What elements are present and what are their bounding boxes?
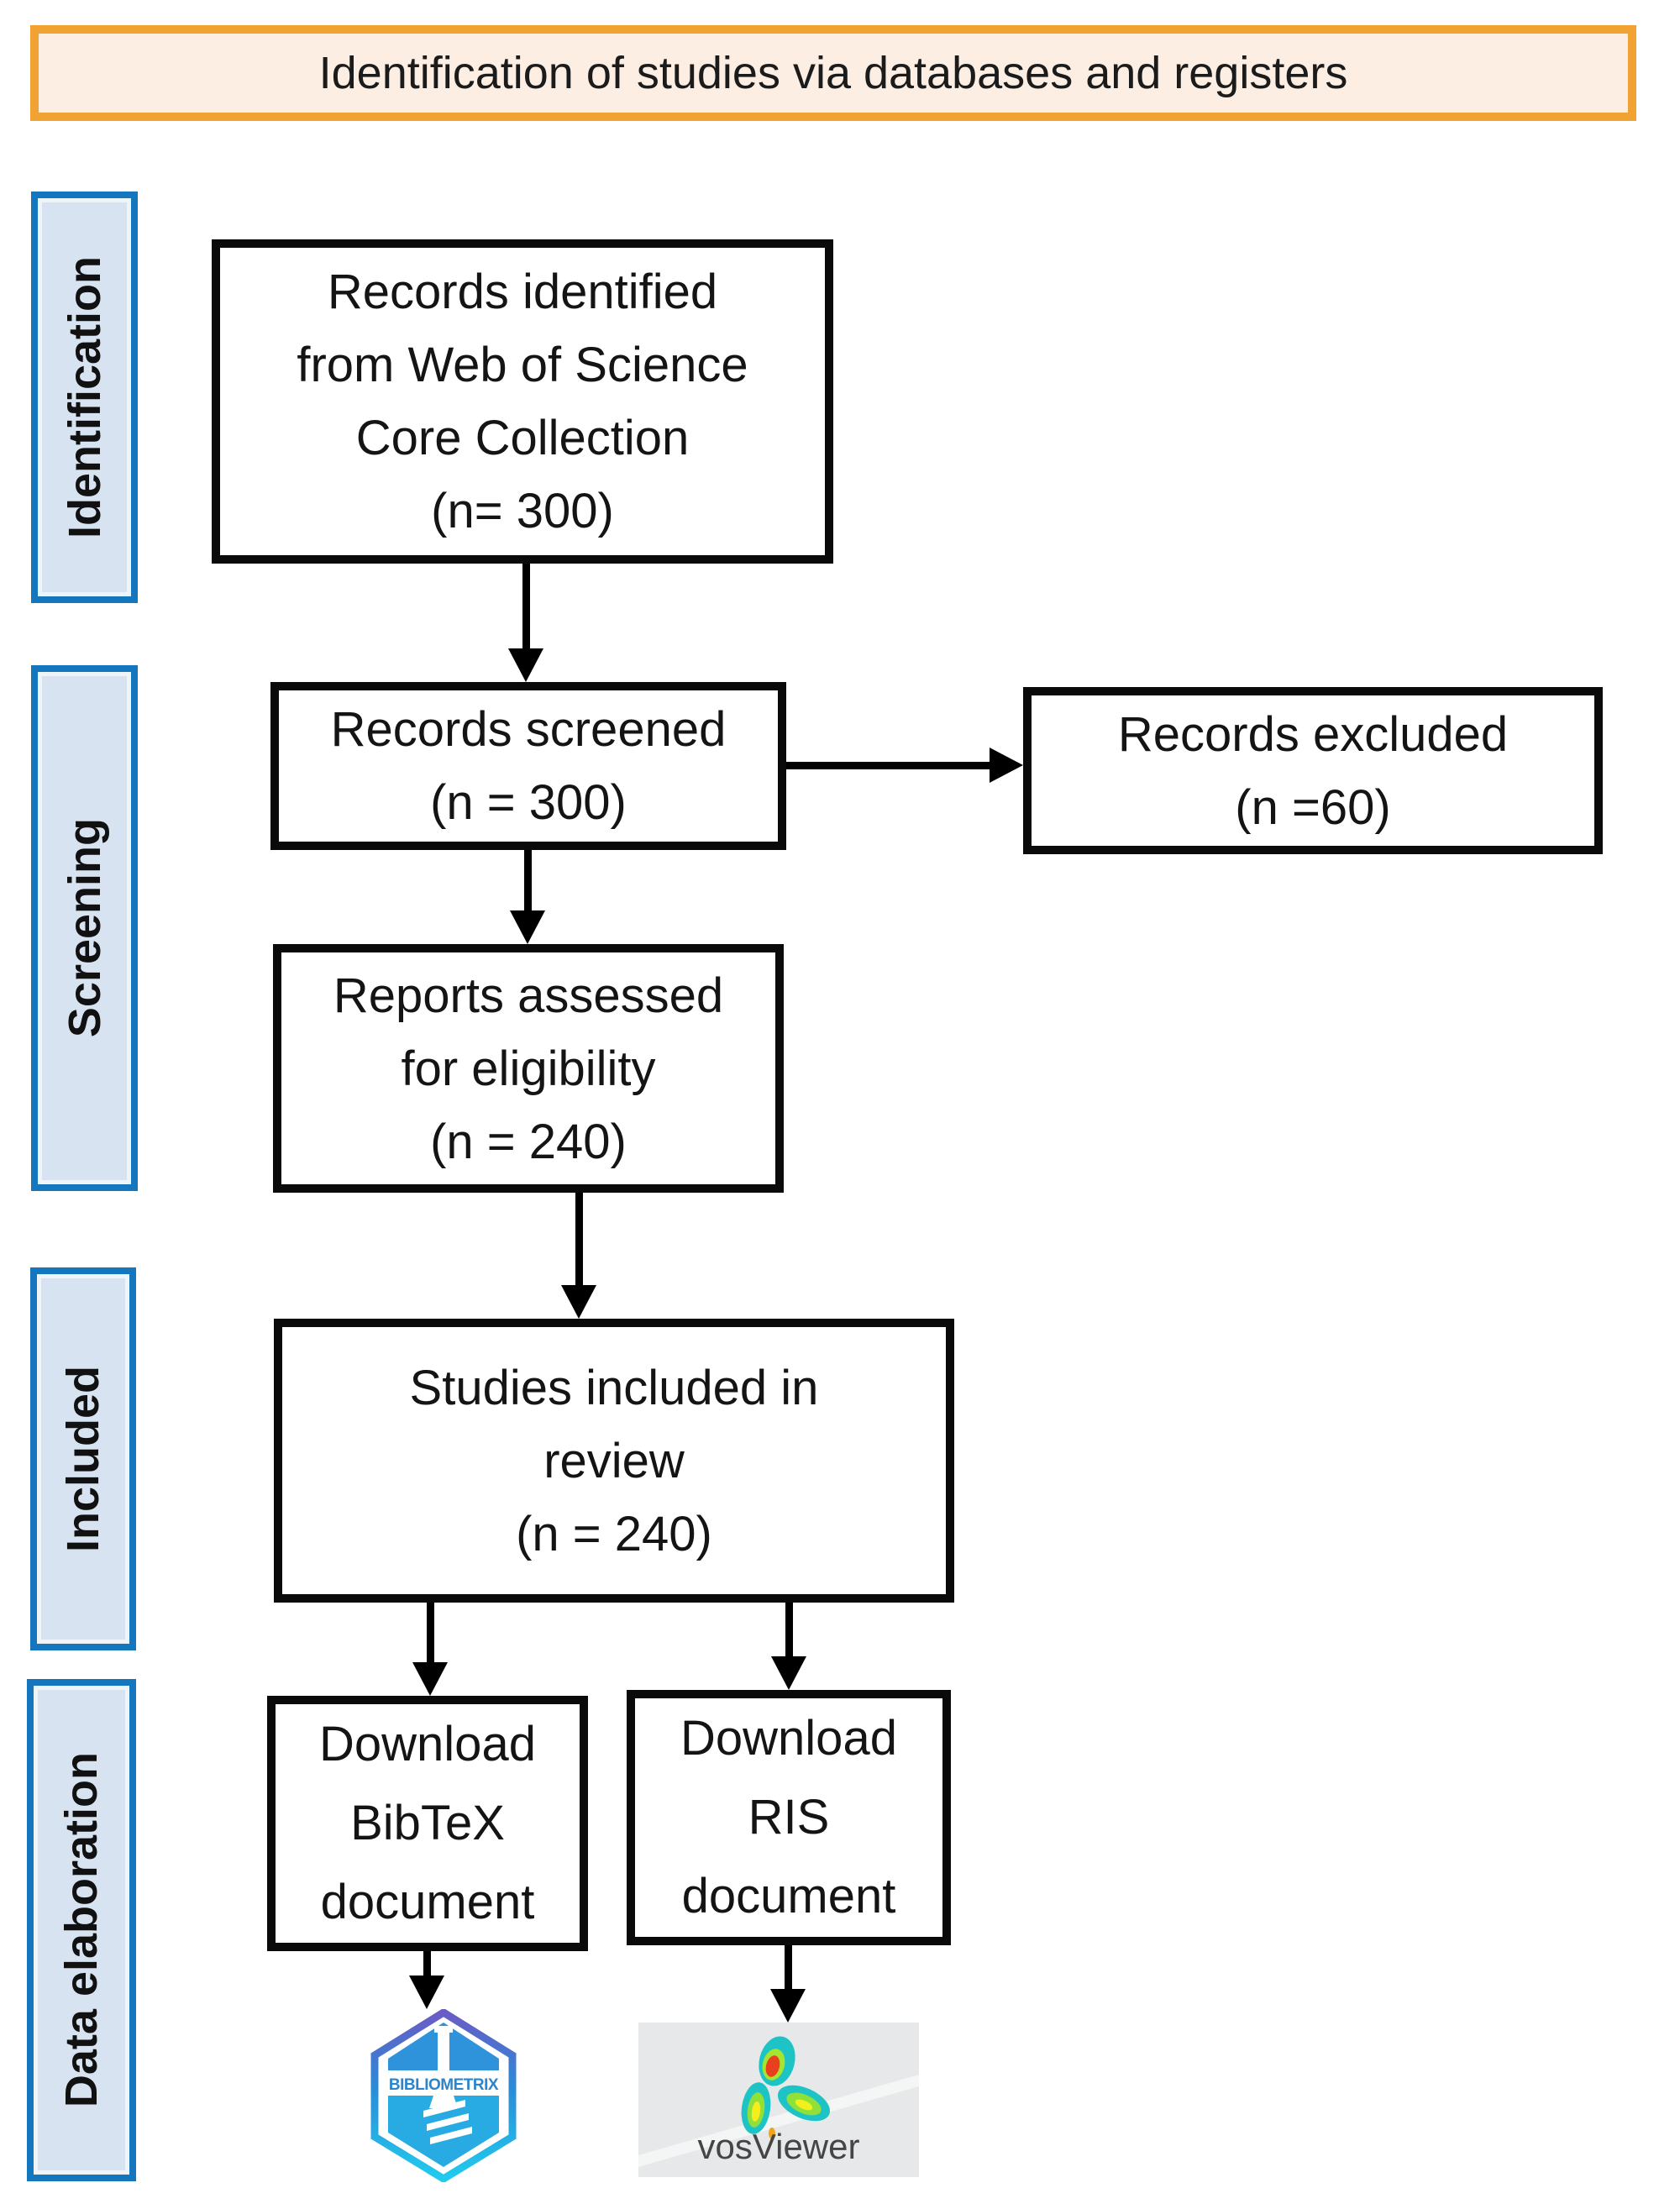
- sidebar-stage-included: Included: [30, 1267, 136, 1650]
- box-text-line: Records identified: [327, 265, 718, 319]
- flow-box-records-excluded: Records excluded (n =60): [1023, 687, 1603, 854]
- stage-label: Included: [58, 1365, 108, 1552]
- box-text-line: (n = 300): [430, 775, 627, 830]
- arrow-shaft: [524, 850, 532, 910]
- box-text-line: review: [543, 1433, 685, 1488]
- bibliometrix-logo: BIBLIOMETRIX: [370, 2009, 517, 2182]
- bibliometrix-lighthouse-cap: [434, 2026, 453, 2033]
- bibliometrix-lower-hex: [388, 2096, 499, 2167]
- vosviewer-wordmark: vosViewer: [698, 2127, 860, 2166]
- box-text-line: from Web of Science: [297, 338, 748, 392]
- arrow-shaft: [785, 1603, 793, 1656]
- flow-box-download-ris: Download RIS document: [627, 1690, 951, 1945]
- flow-box-download-bibtex: Download BibTeX document: [267, 1696, 588, 1951]
- arrow-shaft: [786, 762, 990, 769]
- box-text-line: RIS: [748, 1790, 830, 1845]
- arrow-head-icon: [508, 648, 543, 682]
- box-text-line: (n= 300): [431, 484, 614, 538]
- box-text-line: Records screened: [330, 702, 727, 757]
- box-text-line: (n = 240): [516, 1506, 712, 1561]
- stage-label: Identification: [59, 256, 110, 538]
- flow-box-records-identified: Records identified from Web of Science C…: [212, 239, 833, 564]
- sidebar-stage-screening: Screening: [31, 665, 138, 1191]
- arrow-head-icon: [770, 1989, 806, 2023]
- arrow-head-icon: [510, 910, 545, 944]
- bibliometrix-step: [430, 2127, 472, 2144]
- vosviewer-logo: vosViewer: [638, 2023, 919, 2177]
- stage-label: Data elaboration: [56, 1752, 107, 2108]
- flow-box-studies-included: Studies included in review (n = 240): [274, 1319, 954, 1603]
- sidebar-stage-identification: Identification: [31, 192, 138, 603]
- box-text-line: (n = 240): [430, 1114, 627, 1169]
- bibliometrix-wordmark: BIBLIOMETRIX: [389, 2076, 499, 2094]
- box-text-line: (n =60): [1235, 779, 1391, 835]
- bibliometrix-step: [423, 2100, 465, 2117]
- flow-box-records-screened: Records screened (n = 300): [270, 682, 786, 850]
- box-text-line: Studies included in: [409, 1360, 819, 1415]
- arrow-shaft: [427, 1603, 434, 1662]
- arrow-head-icon: [990, 748, 1023, 783]
- vosviewer-cluster-icon: [741, 2036, 831, 2139]
- header-banner: Identification of studies via databases …: [30, 25, 1636, 121]
- bibliometrix-band: [381, 2070, 506, 2096]
- arrow-shaft: [785, 1945, 792, 1989]
- box-text-line: for eligibility: [401, 1041, 656, 1096]
- box-text-line: Download: [680, 1711, 897, 1766]
- box-text-line: BibTeX: [350, 1796, 505, 1851]
- arrow-shaft: [575, 1193, 583, 1285]
- box-text-line: Reports assessed: [333, 968, 724, 1023]
- vosviewer-fold: [638, 2075, 919, 2167]
- box-text-line: document: [681, 1868, 896, 1923]
- arrow-head-icon: [771, 1656, 806, 1690]
- box-text-line: Records excluded: [1117, 706, 1509, 762]
- arrow-shaft: [522, 564, 530, 648]
- page-title: Identification of studies via databases …: [318, 48, 1348, 98]
- stage-label: Screening: [59, 818, 110, 1038]
- arrow-shaft: [423, 1951, 431, 1976]
- bibliometrix-step: [427, 2113, 469, 2131]
- bibliometrix-lighthouse: [438, 2031, 449, 2070]
- arrow-head-icon: [409, 1976, 444, 2009]
- box-text-line: Download: [319, 1717, 536, 1772]
- flow-box-reports-assessed: Reports assessed for eligibility (n = 24…: [273, 944, 784, 1193]
- arrow-head-icon: [561, 1285, 596, 1319]
- box-text-line: document: [320, 1874, 535, 1929]
- arrow-head-icon: [412, 1662, 448, 1696]
- box-text-line: Core Collection: [355, 411, 690, 465]
- sidebar-stage-data-elaboration: Data elaboration: [27, 1679, 136, 2181]
